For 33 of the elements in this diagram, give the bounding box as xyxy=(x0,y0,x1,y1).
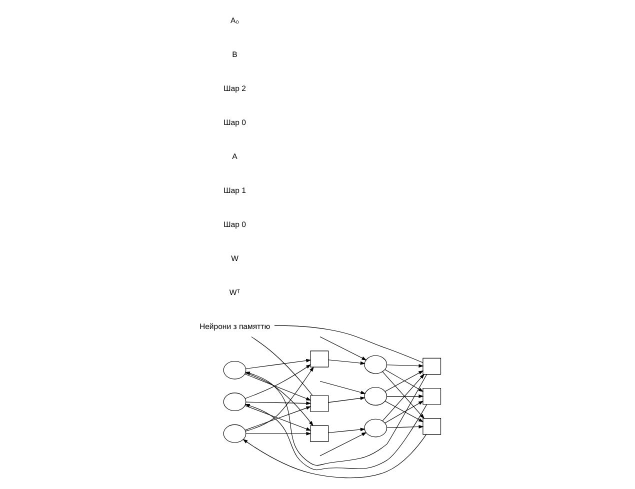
node-box xyxy=(310,395,328,412)
node-circle xyxy=(222,424,246,443)
arrow xyxy=(386,425,424,428)
node-circle xyxy=(364,418,387,438)
node-circle xyxy=(364,355,387,374)
arrow xyxy=(244,404,426,470)
node-circle xyxy=(222,360,246,380)
arrow xyxy=(244,374,311,400)
connector xyxy=(274,325,423,363)
node-box xyxy=(422,418,441,435)
arrow xyxy=(245,358,311,369)
arrow xyxy=(328,360,365,365)
node-box xyxy=(310,350,328,368)
arrow xyxy=(386,394,424,398)
connector xyxy=(250,336,312,396)
arrow xyxy=(328,396,365,403)
arrow xyxy=(245,432,311,436)
arrow xyxy=(244,372,313,426)
arrow xyxy=(244,364,311,399)
node-circle xyxy=(364,387,387,406)
arrow xyxy=(319,381,366,394)
node-circle xyxy=(222,392,246,412)
arrow xyxy=(242,434,426,478)
arrow xyxy=(319,432,366,456)
node-box xyxy=(422,358,441,375)
node-box xyxy=(310,425,328,442)
arrow xyxy=(386,364,424,368)
node-box xyxy=(422,388,441,405)
arrow xyxy=(244,366,314,432)
arrow xyxy=(319,336,366,360)
arrow xyxy=(245,402,311,406)
arrow xyxy=(328,428,365,434)
arrow xyxy=(244,372,426,466)
